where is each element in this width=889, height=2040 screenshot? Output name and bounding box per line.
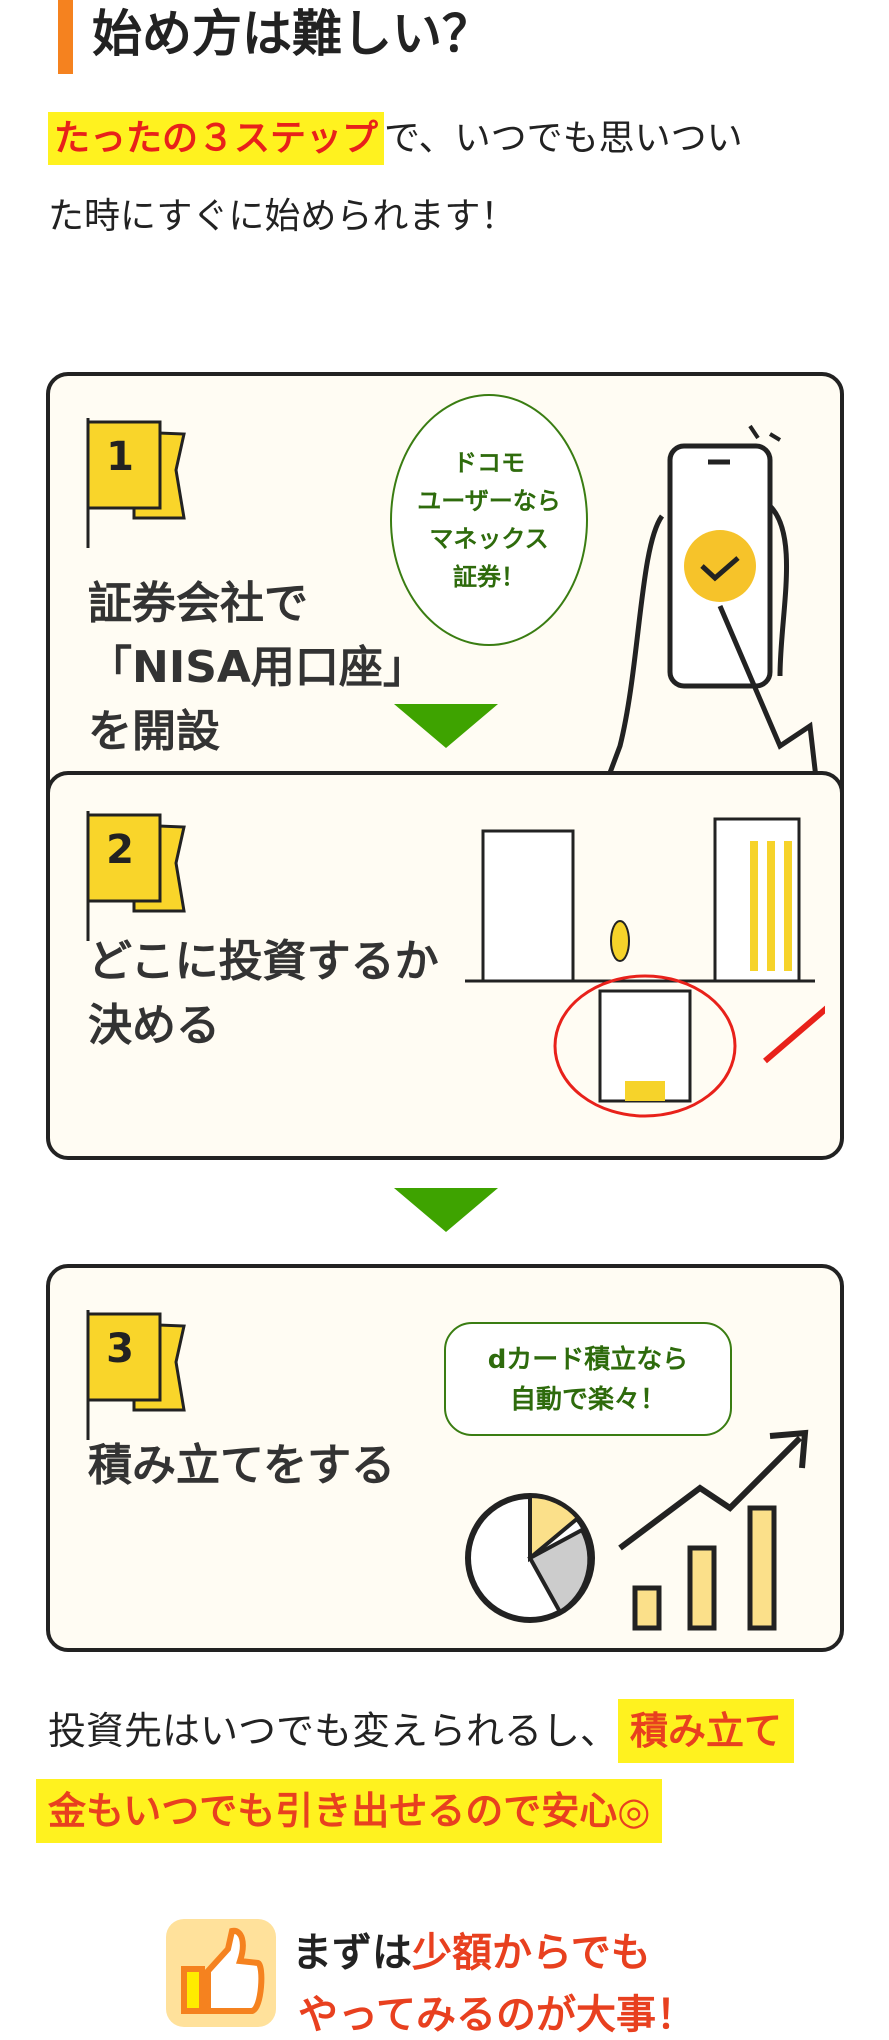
cta-line-1: まずは少額からでも <box>292 1930 651 1976</box>
cta-line-2: やってみるのが大事！ <box>298 1992 696 2038</box>
note-line-2: 金もいつでも引き出せるので安心◎ <box>36 1779 663 1843</box>
note-line-1: 投資先はいつでも変えられるし、積み立て <box>48 1699 795 1763</box>
step-number: 2 <box>106 827 134 873</box>
page-title: 始め方は難しい？ <box>92 5 492 63</box>
speech-bubble: dカード積立なら自動で楽々！ <box>444 1322 732 1436</box>
flag-icon <box>86 418 186 548</box>
speech-bubble: ドコモユーザーならマネックス証券！ <box>390 394 588 646</box>
note-highlight: 金もいつでも引き出せるので安心◎ <box>36 1779 663 1843</box>
down-arrow-icon <box>394 1188 498 1232</box>
note-highlight: 積み立て <box>618 1699 795 1763</box>
intro-highlight: たったの３ステップ <box>48 112 385 165</box>
step-number: 3 <box>106 1326 134 1372</box>
intro-rest: で、いつでも思いつい <box>384 118 743 159</box>
flag-icon <box>86 811 186 941</box>
step-number: 1 <box>106 434 134 480</box>
step-card-2: 2 どこに投資するか決める <box>46 771 844 1160</box>
note-plain: 投資先はいつでも変えられるし、 <box>48 1709 619 1753</box>
thumbs-up-icon <box>166 1919 276 2027</box>
step-title: 証券会社で「NISA用口座」を開設 <box>88 578 427 757</box>
step-title: どこに投資するか決める <box>88 936 439 1051</box>
flag-icon <box>86 1310 186 1440</box>
phone-hand-illustration <box>587 424 828 857</box>
down-arrow-icon <box>394 704 498 748</box>
intro-line2: た時にすぐに始められます！ <box>48 196 517 237</box>
step-card-3: 3 積み立てをする dカード積立なら自動で楽々！ <box>46 1264 844 1652</box>
chart-growth-illustration <box>465 1429 809 1631</box>
heading-accent-bar <box>58 0 73 74</box>
buildings-illustration <box>465 817 825 1118</box>
intro-text: たったの３ステップで、いつでも思いつい た時にすぐに始められます！ <box>48 100 848 256</box>
step-title: 積み立てをする <box>88 1440 396 1491</box>
